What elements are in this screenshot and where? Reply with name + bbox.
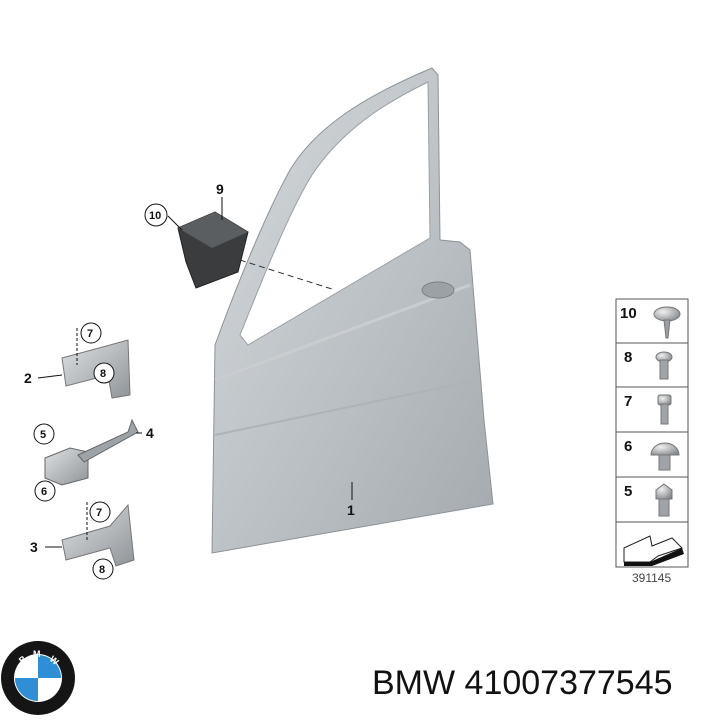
callout-10: 10 bbox=[149, 210, 161, 222]
lower-hinge: 3 7 8 bbox=[30, 501, 135, 580]
svg-text:M: M bbox=[33, 649, 41, 659]
leader-dashed-module bbox=[239, 259, 336, 291]
key-label-6: 6 bbox=[624, 438, 632, 455]
callout-7-upper: 7 bbox=[87, 328, 93, 340]
callout-8-upper: 8 bbox=[100, 368, 106, 380]
callout-3: 3 bbox=[30, 539, 38, 555]
screw-5-icon bbox=[655, 483, 673, 517]
callout-6: 6 bbox=[41, 486, 47, 498]
callout-4: 4 bbox=[146, 425, 154, 441]
key-label-7: 7 bbox=[624, 393, 632, 410]
door-panel bbox=[211, 67, 494, 554]
door-check-strap: 4 5 6 bbox=[33, 418, 154, 502]
callout-7-lower: 7 bbox=[96, 507, 102, 519]
bmw-logo: B M W bbox=[1, 641, 75, 715]
key-label-5: 5 bbox=[624, 483, 632, 500]
screw-7-icon bbox=[657, 394, 672, 425]
control-module: 9 10 bbox=[144, 181, 249, 289]
key-label-8: 8 bbox=[624, 349, 632, 366]
callout-2: 2 bbox=[24, 370, 32, 386]
part-number-caption: BMW 41007377545 bbox=[372, 664, 673, 702]
callout-8-lower: 8 bbox=[99, 564, 105, 576]
fastener-key: 10 8 7 6 5 bbox=[615, 298, 689, 568]
callout-1: 1 bbox=[347, 502, 355, 518]
screw-6-icon bbox=[650, 442, 680, 471]
key-label-10: 10 bbox=[620, 305, 637, 322]
upper-hinge: 2 7 8 bbox=[24, 322, 131, 399]
callout-9: 9 bbox=[216, 181, 224, 197]
screw-8-icon bbox=[655, 351, 673, 380]
svg-text:B: B bbox=[17, 653, 29, 665]
direction-arrow-icon bbox=[623, 535, 684, 566]
callout-5: 5 bbox=[40, 429, 46, 441]
screw-10-icon bbox=[653, 306, 681, 339]
reference-number: 391145 bbox=[632, 571, 672, 585]
